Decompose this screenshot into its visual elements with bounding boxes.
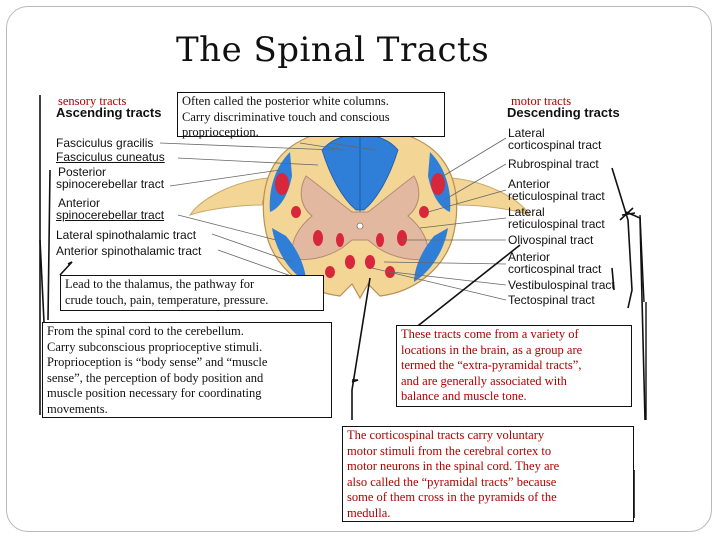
- ascending-label-lateral-spinothalamic: Lateral spinothalamic tract: [56, 228, 197, 242]
- ascending-label-fasciculus-cuneatus: Fasciculus cuneatus: [56, 150, 165, 164]
- sensory-tracts-label: sensory tracts: [58, 94, 127, 108]
- descending-label-olivospinal: Olivospinal tract: [508, 233, 594, 247]
- note-line: movements.: [47, 401, 108, 416]
- note-line: motor neurons in the spinal cord. They a…: [347, 459, 560, 473]
- note-line: Often called the posterior white columns…: [182, 94, 389, 108]
- descending-label-vestibulospinal: Vestibulospinal tract: [508, 278, 615, 292]
- note-line: termed the “extra-pyramidal tracts”,: [401, 358, 582, 372]
- ascending-label-posterior-spinocerebellar: spinocerebellar tract: [56, 177, 165, 191]
- note-line: Proprioception is “body sense” and “musc…: [47, 355, 268, 369]
- page-title: The Spinal Tracts: [176, 30, 490, 70]
- slide-frame: [6, 6, 712, 532]
- note-line: balance and muscle tone.: [401, 389, 527, 403]
- cerebellum-note: From the spinal cord to the cerebellum. …: [42, 322, 332, 418]
- note-line: Lead to the thalamus, the pathway for: [65, 277, 255, 291]
- ascending-label-posterior: Posterior: [58, 165, 107, 179]
- descending-label-lateral-corticospinal: corticospinal tract: [508, 138, 602, 152]
- descending-label-anterior: Anterior: [508, 177, 551, 191]
- note-line: Carry discriminative touch and conscious: [182, 109, 390, 124]
- ascending-label-fasciculus-gracilis: Fasciculus gracilis: [56, 136, 154, 150]
- note-line: sense”, the perception of body position …: [47, 370, 264, 385]
- note-line: motor stimuli from the cerebral cortex t…: [347, 443, 552, 458]
- note-line: The corticospinal tracts carry voluntary: [347, 428, 545, 442]
- motor-tracts-label: motor tracts: [511, 94, 572, 108]
- note-line: These tracts come from a variety of: [401, 327, 579, 341]
- note-line: also called the “pyramidal tracts” becau…: [347, 474, 557, 489]
- descending-label-tectospinal: Tectospinal tract: [508, 293, 595, 307]
- extrapyramidal-note: These tracts come from a variety of loca…: [396, 325, 632, 407]
- right-nerve-root: [451, 177, 532, 216]
- posterior-columns-note: Often called the posterior white columns…: [177, 92, 445, 139]
- descending-tracts-heading: Descending tracts: [507, 105, 620, 120]
- descending-label-rubrospinal: Rubrospinal tract: [508, 157, 599, 171]
- note-line: Carry subconscious proprioceptive stimul…: [47, 339, 263, 354]
- ascending-tracts-heading: Ascending tracts: [56, 105, 162, 120]
- note-line: crude touch, pain, temperature, pressure…: [65, 292, 269, 307]
- descending-label-lateral: Lateral: [508, 126, 545, 140]
- note-line: medulla.: [347, 505, 391, 520]
- descending-label-lateral-2: Lateral: [508, 205, 545, 219]
- ascending-label-anterior-spinothalamic: Anterior spinothalamic tract: [56, 244, 202, 258]
- note-line: and are generally associated with: [401, 373, 567, 388]
- note-line: some of them cross in the pyramids of th…: [347, 490, 557, 504]
- left-nerve-root: [188, 177, 269, 216]
- thalamus-note: Lead to the thalamus, the pathway for cr…: [60, 275, 324, 311]
- ascending-label-anterior-spinocerebellar: spinocerebellar tract: [56, 208, 165, 222]
- note-line: From the spinal cord to the cerebellum.: [47, 324, 244, 338]
- descending-label-lateral-reticulospinal: reticulospinal tract: [508, 217, 605, 231]
- ascending-label-anterior: Anterior: [58, 196, 101, 210]
- note-line: proprioception.: [182, 125, 259, 139]
- descending-label-anterior-corticospinal: corticospinal tract: [508, 262, 602, 276]
- descending-label-anterior-2: Anterior: [508, 250, 551, 264]
- lateral-corticospinal-right: [431, 173, 445, 195]
- note-line: muscle position necessary for coordinati…: [47, 386, 262, 400]
- corticospinal-note: The corticospinal tracts carry voluntary…: [342, 426, 634, 522]
- lateral-corticospinal-left: [275, 173, 289, 195]
- descending-label-anterior-reticulospinal: reticulospinal tract: [508, 189, 605, 203]
- note-line: locations in the brain, as a group are: [401, 342, 583, 357]
- grey-matter: [291, 175, 429, 261]
